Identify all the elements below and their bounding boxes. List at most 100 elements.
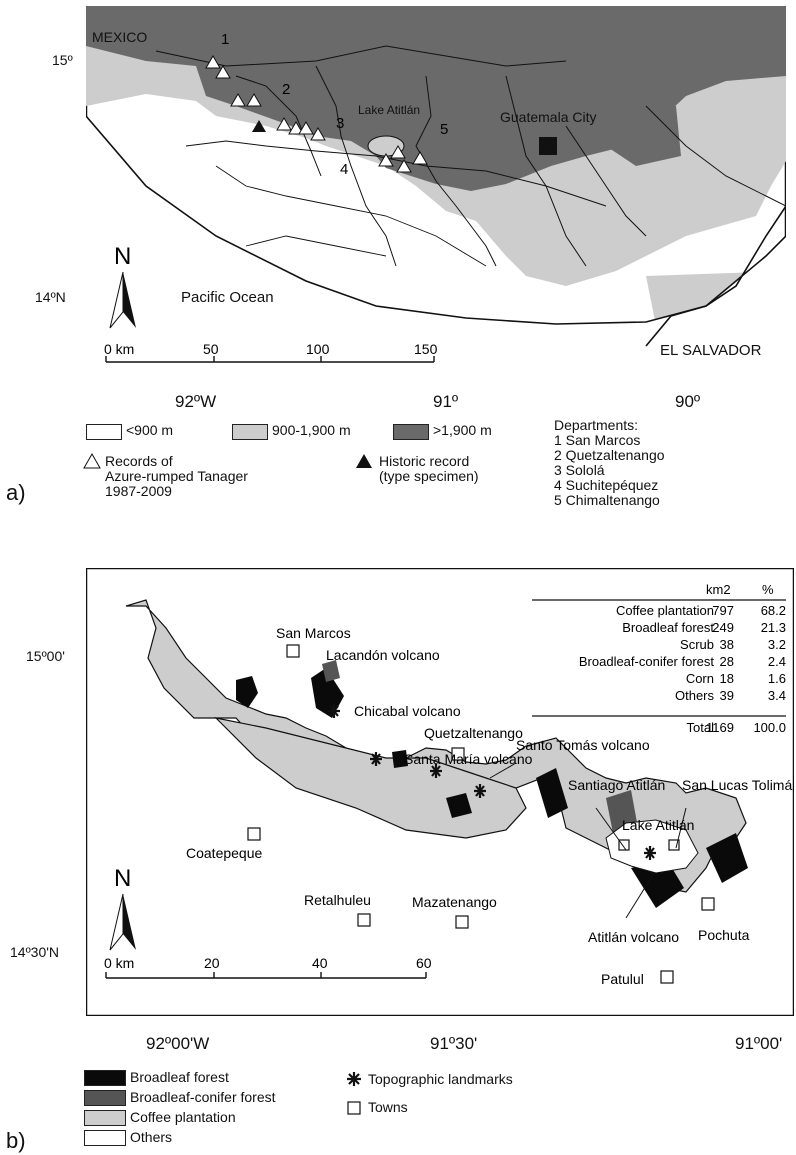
dept-border-7 — [185, 140, 607, 207]
record-marker — [396, 159, 412, 173]
panel-label-b: b) — [6, 1128, 26, 1153]
label-pochuta: Pochuta — [698, 927, 750, 943]
dept-border-3 — [415, 75, 497, 267]
guatemala-city-marker — [539, 137, 557, 155]
lat-label-14-30n: 14º30'N — [10, 944, 60, 960]
lat-label-14n: 14ºN — [35, 289, 66, 305]
legend-label-conifer: Broadleaf-conifer forest — [130, 1089, 276, 1105]
coastline — [85, 115, 787, 325]
legend-records: Records of Azure-rumped Tanager 1987-200… — [105, 453, 248, 499]
lon-label-91-30: 91º30' — [430, 1034, 478, 1053]
record-marker — [378, 153, 394, 167]
dept-border-5 — [565, 125, 647, 237]
town-retalhuleu-icon — [357, 913, 371, 927]
label-lake: Lake Atitlán — [358, 103, 420, 117]
table-header-km2: km2 — [706, 582, 731, 597]
lon-label-90: 90º — [675, 392, 701, 411]
table-total-pct: 100.0 — [753, 720, 786, 735]
landmark-atitlan-icon — [644, 846, 656, 860]
label-santa-maria: Santa María volcano — [404, 751, 533, 767]
label-santo-tomas: Santo Tomás volcano — [516, 737, 650, 753]
label-mexico: MEXICO — [92, 29, 147, 45]
legend-box-mid — [232, 424, 268, 440]
broadleaf-conifer-patch — [322, 660, 340, 682]
record-marker — [288, 121, 304, 135]
legend-box-conifer — [84, 1090, 126, 1106]
north-letter: N — [114, 243, 131, 270]
record-marker — [246, 93, 262, 107]
label-coatepeque: Coatepeque — [186, 845, 263, 861]
record-marker — [205, 55, 221, 69]
record-marker — [215, 65, 231, 79]
north-letter-b: N — [114, 865, 131, 892]
legend-box-coffee — [84, 1110, 126, 1126]
dept-number-2: 2 — [282, 81, 290, 98]
label-atitlan-volcano: Atitlán volcano — [588, 929, 679, 945]
table-row-label: Scrub — [680, 637, 714, 652]
label-retalhuleu: Retalhuleu — [304, 892, 371, 908]
table-row-label: Coffee plantation — [616, 603, 714, 618]
town-san-lucas-icon — [668, 839, 680, 851]
record-marker — [298, 121, 314, 135]
town-pochuta-icon — [701, 897, 715, 911]
dept-number-4: 4 — [340, 161, 348, 178]
lon-label-91: 91º — [433, 392, 459, 411]
broadleaf-forest-patch — [446, 793, 472, 818]
town-markers — [247, 644, 715, 984]
legend-label-broadleaf: Broadleaf forest — [130, 1069, 229, 1085]
dept-number-1: 1 — [221, 31, 229, 48]
scale-tick-20: 20 — [204, 955, 220, 971]
landmark-santo-tomas-icon — [474, 784, 486, 798]
legend-box-broadleaf — [84, 1070, 126, 1086]
town-coatepeque-icon — [247, 827, 261, 841]
table-row-label: Broadleaf forest — [622, 620, 714, 635]
landmark-markers — [328, 704, 656, 860]
label-lake-b: Lake Atitlán — [622, 817, 694, 833]
landmark-santa-maria-icon — [430, 764, 442, 778]
dept-border-9 — [245, 235, 387, 257]
table-row-label: Broadleaf-conifer forest — [579, 654, 715, 669]
scale-tick-100: 100 — [306, 341, 330, 357]
label-city: Guatemala City — [500, 109, 596, 125]
map-b-canvas: San Marcos Quetzaltenango Coatepeque Ret… — [85, 567, 796, 1017]
dept-number-5: 5 — [440, 121, 448, 138]
north-arrow-icon-b-dark — [123, 894, 136, 950]
broadleaf-forest-patch — [536, 768, 568, 818]
lat-label-15-00: 15º00' — [26, 648, 65, 664]
label-san-marcos: San Marcos — [276, 625, 351, 641]
label-san-lucas: San Lucas Tolimán — [682, 777, 794, 793]
tanager-records — [205, 55, 428, 173]
panel-label-a: a) — [6, 480, 26, 505]
dept-number-3: 3 — [336, 115, 344, 132]
legend-label-low: <900 m — [126, 422, 174, 438]
table-row-label: Corn — [686, 671, 714, 686]
historic-record-marker — [252, 120, 266, 132]
lowland-coast — [86, 116, 786, 376]
broadleaf-forest-patch — [311, 668, 344, 718]
scale-tick-150: 150 — [414, 341, 438, 357]
legend-label-mid: 900-1,900 m — [272, 422, 351, 438]
lon-label-92w: 92ºW — [175, 392, 217, 411]
scale-zero-b: 0 km — [104, 955, 134, 971]
label-lacandon: Lacandón volcano — [326, 647, 440, 663]
town-mazatenango-icon — [455, 915, 469, 929]
table-row-km2: 28 — [720, 654, 734, 669]
scale-tick-40: 40 — [312, 955, 328, 971]
town-quetzaltenango-icon — [451, 747, 465, 761]
border-mexico — [155, 45, 567, 67]
table-row-pct: 3.2 — [768, 637, 786, 652]
record-marker — [412, 151, 428, 165]
town-santiago-icon — [618, 839, 630, 851]
label-el-salvador: EL SALVADOR — [660, 342, 762, 359]
scale-bar — [105, 356, 435, 363]
table-row-pct: 68.2 — [761, 603, 786, 618]
table-row-pct: 1.6 — [768, 671, 786, 686]
table-row-km2: 18 — [720, 671, 734, 686]
broadleaf-forest-patch — [706, 833, 748, 883]
lon-label-91-00: 91º00' — [735, 1034, 783, 1053]
scale-bar-b — [105, 972, 427, 979]
dept-border-6 — [645, 105, 787, 207]
north-arrow-icon-dark — [123, 272, 136, 328]
town-patulul-icon — [660, 970, 674, 984]
